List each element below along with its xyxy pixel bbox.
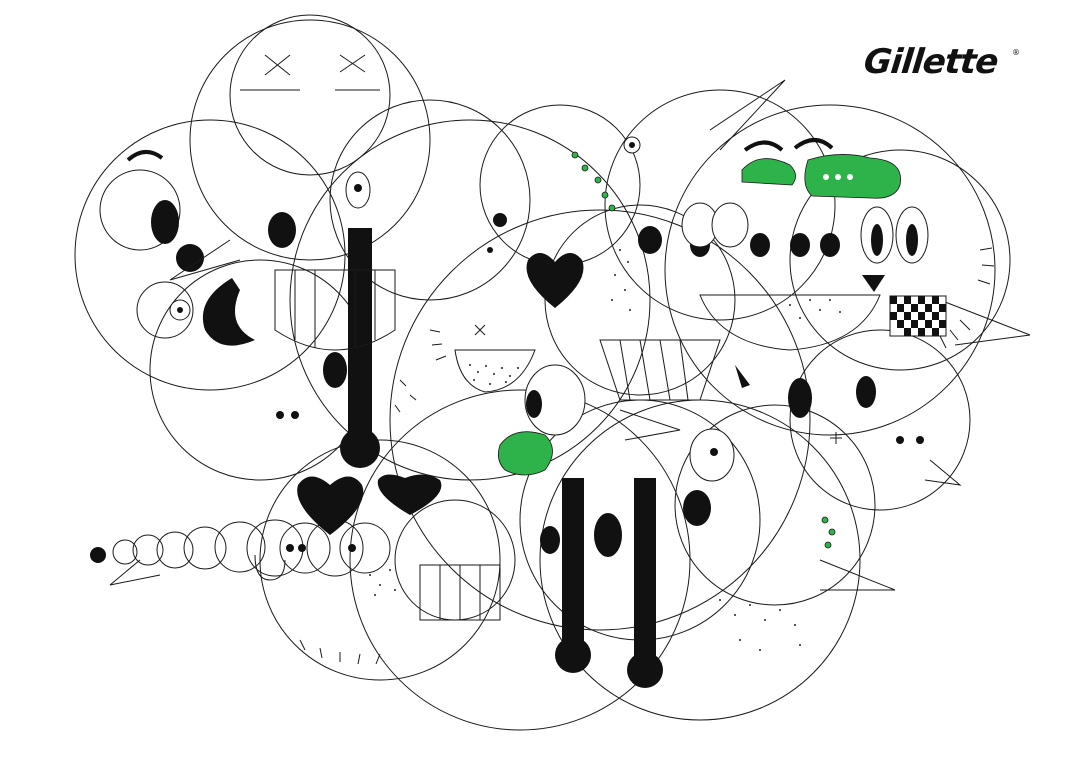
stubble-texture: [369, 249, 841, 651]
eye-icon: [169, 136, 929, 482]
heart-icon: [297, 252, 584, 535]
beak-icon: [109, 79, 1031, 591]
bubble-dots: [823, 174, 853, 180]
gillette-logo: Gillette: [861, 42, 1000, 82]
registered-mark: ®: [1012, 48, 1020, 57]
stitch-marks: [240, 54, 995, 665]
mouth-grids: [254, 269, 881, 621]
drip-bars: [340, 228, 663, 688]
caterpillar-chain: [90, 519, 391, 577]
eyebrows: [126, 138, 834, 162]
checkerboard-icon: [889, 295, 947, 337]
black-eyes: [151, 141, 924, 557]
